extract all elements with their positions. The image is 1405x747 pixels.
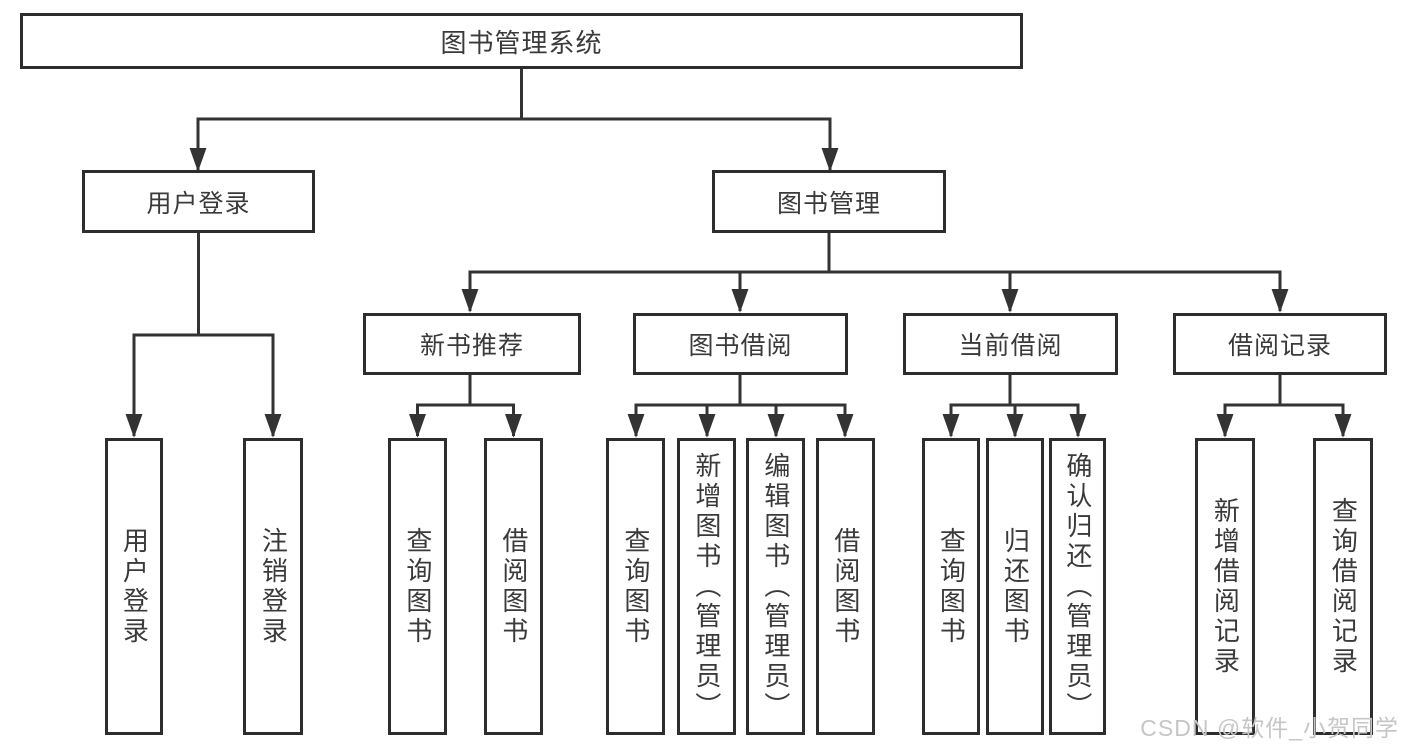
leaf-user-login: 用户登录: [105, 438, 163, 735]
leaf-query-books-current-label: 查询图书: [936, 526, 967, 647]
leaf-add-book-admin-label: 新增图书（管理员）: [691, 451, 722, 722]
leaf-query-books-recommend: 查询图书: [388, 438, 447, 735]
leaf-query-books-recommend-label: 查询图书: [402, 526, 433, 647]
leaf-return-book: 归还图书: [986, 438, 1044, 735]
node-book-borrowing: 图书借阅: [633, 313, 848, 375]
leaf-query-books-borrowing: 查询图书: [606, 438, 665, 735]
leaf-borrow-books: 借阅图书: [816, 438, 875, 735]
leaf-borrow-books-recommend: 借阅图书: [484, 438, 543, 735]
node-user-login: 用户登录: [82, 170, 315, 233]
leaf-add-borrow-record-label: 新增借阅记录: [1210, 496, 1241, 677]
node-library-system: 图书管理系统: [20, 13, 1023, 69]
leaf-add-borrow-record: 新增借阅记录: [1195, 438, 1255, 735]
leaf-borrow-books-recommend-label: 借阅图书: [498, 526, 529, 647]
csdn-watermark: CSDN @软件_小贺同学: [1140, 715, 1399, 741]
leaf-query-books-current: 查询图书: [922, 438, 980, 735]
leaf-query-borrow-record-label: 查询借阅记录: [1328, 496, 1359, 677]
leaf-edit-book-admin-label: 编辑图书（管理员）: [760, 451, 791, 722]
leaf-query-borrow-record: 查询借阅记录: [1313, 438, 1373, 735]
leaf-confirm-return-admin-label: 确认归还（管理员）: [1062, 451, 1093, 722]
leaf-user-login-label: 用户登录: [119, 526, 150, 647]
node-borrow-records: 借阅记录: [1173, 313, 1387, 375]
leaf-logout-label: 注销登录: [258, 526, 289, 647]
leaf-query-books-borrowing-label: 查询图书: [620, 526, 651, 647]
leaf-edit-book-admin: 编辑图书（管理员）: [746, 438, 805, 735]
node-book-management: 图书管理: [712, 170, 946, 233]
leaf-add-book-admin: 新增图书（管理员）: [677, 438, 736, 735]
leaf-confirm-return-admin: 确认归还（管理员）: [1049, 438, 1106, 735]
node-current-borrowing: 当前借阅: [903, 313, 1118, 375]
leaf-borrow-books-label: 借阅图书: [830, 526, 861, 647]
node-new-book-recommend: 新书推荐: [363, 313, 581, 375]
leaf-logout: 注销登录: [243, 438, 303, 735]
leaf-return-book-label: 归还图书: [1000, 526, 1031, 647]
